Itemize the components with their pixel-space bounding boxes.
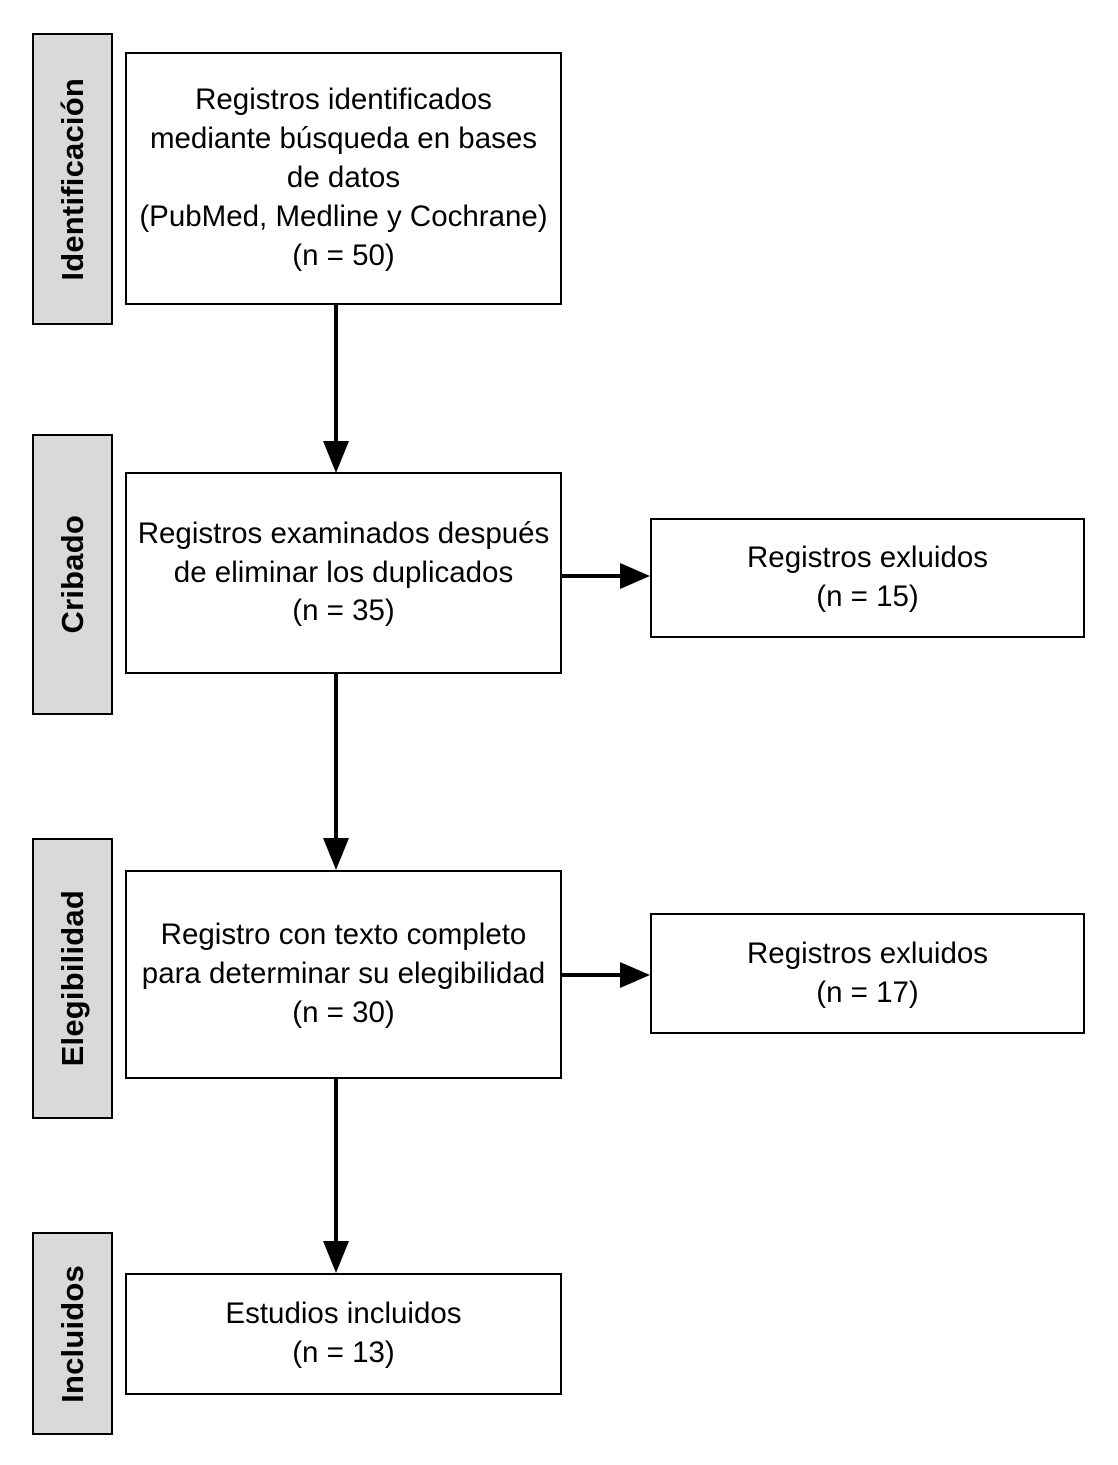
box-registro-texto-completo: Registro con texto completo para determi… xyxy=(125,870,562,1079)
arrow-cribado-to-exluidos xyxy=(560,560,652,592)
box-registros-exluidos-elegibilidad: Registros exluidos (n = 17) xyxy=(650,913,1085,1034)
box-registros-identificados-text: Registros identificados mediante búsqued… xyxy=(139,83,548,272)
box-estudios-incluidos-text: Estudios incluidos (n = 13) xyxy=(225,1297,462,1369)
box-registros-examinados: Registros examinados después de eliminar… xyxy=(125,472,562,674)
arrow-elegibilidad-to-incluidos xyxy=(320,1077,352,1275)
stage-label-elegibilidad-text: Elegibilidad xyxy=(55,890,90,1067)
stage-label-elegibilidad: Elegibilidad xyxy=(32,838,113,1119)
box-registros-examinados-text: Registros examinados después de eliminar… xyxy=(137,516,550,628)
stage-label-cribado: Cribado xyxy=(32,434,113,715)
box-registros-exluidos-cribado: Registros exluidos (n = 15) xyxy=(650,518,1085,638)
arrow-identificacion-to-cribado xyxy=(320,303,352,475)
box-registros-identificados: Registros identificados mediante búsqued… xyxy=(125,52,562,305)
stage-label-identificacion: Identificación xyxy=(32,33,113,325)
stage-label-identificacion-text: Identificación xyxy=(55,77,90,281)
arrow-elegibilidad-to-exluidos xyxy=(560,959,652,991)
box-registro-texto-completo-text: Registro con texto completo para determi… xyxy=(141,918,546,1029)
box-registros-exluidos-elegibilidad-text: Registros exluidos (n = 17) xyxy=(746,936,989,1009)
arrow-cribado-to-elegibilidad xyxy=(320,672,352,872)
stage-label-cribado-text: Cribado xyxy=(55,515,90,634)
box-estudios-incluidos: Estudios incluidos (n = 13) xyxy=(125,1273,562,1395)
stage-label-incluidos: Incluidos xyxy=(32,1232,113,1435)
box-registros-exluidos-cribado-text: Registros exluidos (n = 15) xyxy=(746,541,989,613)
stage-label-incluidos-text: Incluidos xyxy=(55,1264,90,1403)
